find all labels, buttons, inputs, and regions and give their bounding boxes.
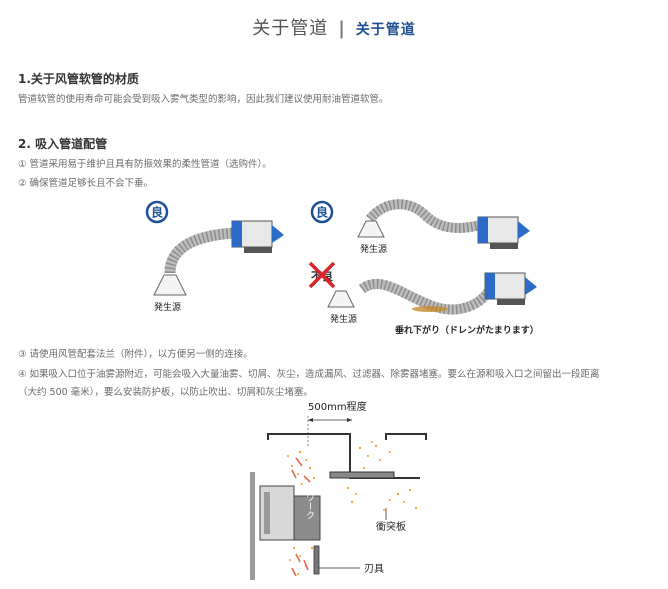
section3-item-4-line2: （大约 500 毫米），要么安装防护板，以防止吹出、切屑和灰尘堵塞。: [18, 387, 313, 398]
duct-outline: [267, 433, 420, 479]
section2-heading: 2. 吸入管道配管: [18, 137, 108, 151]
guard-plate-illustration: 500mm程度 衝突板 ワーク 刃具: [250, 400, 427, 580]
cutting-tool: [313, 545, 320, 575]
collision-plate: [329, 471, 395, 479]
page-subtitle: 关于管道: [355, 22, 416, 38]
source-label-1: 発生源: [154, 301, 181, 313]
blade-label: 刃具: [364, 563, 384, 575]
hose-good-2: [366, 199, 482, 233]
good-badge-1-text: 良: [151, 205, 163, 220]
plate-label: 衝突板: [376, 520, 406, 533]
source-hood-1: [153, 274, 187, 296]
workpiece: [293, 495, 321, 541]
duct-layout-illustration: 良 発生源 良 発生源 不良 発生源 垂れ下がり（ドレンが: [145, 199, 539, 336]
work-label: ワーク: [304, 493, 314, 520]
mist-collector-unit-3: [484, 272, 537, 305]
mist-collector-unit-2: [477, 216, 530, 249]
bad-badge: 不良: [308, 261, 336, 289]
source-label-2: 発生源: [360, 243, 387, 255]
mist-collector-unit-1: [231, 220, 284, 253]
good-badge-2-text: 良: [316, 205, 328, 220]
source-hood-3: [327, 290, 355, 308]
machine-wall: [250, 472, 255, 580]
section2-item-1: ① 管道采用易于维护且具有防振效果的柔性管道（选购件）。: [18, 159, 272, 170]
title-separator: |: [338, 18, 346, 39]
distance-label: 500mm程度: [308, 400, 367, 413]
page-header: 关于管道 | 关于管道: [0, 14, 668, 40]
source-label-3: 発生源: [330, 313, 357, 325]
good-badge-1: 良: [145, 200, 169, 224]
drain-accumulation: [412, 306, 448, 312]
source-hood-2: [357, 220, 385, 238]
section1-text: 管道软管的使用寿命可能会受到吸入雾气类型的影响，因此我们建议使用耐油管道软管。: [18, 94, 389, 105]
chip-spray: [291, 457, 311, 577]
page-title: 关于管道: [252, 18, 329, 39]
good-badge-2: 良: [310, 200, 334, 224]
section2-item-2: ② 确保管道足够长且不会下垂。: [18, 178, 154, 189]
section1-heading: 1.关于风管软管的材质: [18, 72, 139, 86]
sag-caption: 垂れ下がり（ドレンがたまります）: [395, 324, 539, 336]
hose-good-1: [164, 227, 236, 274]
section3-item-4-line1: ④ 如果吸入口位于油雾源附近，可能会吸入大量油雾、切屑、灰尘，造成漏风、过滤器、…: [18, 369, 600, 380]
section3-item-3: ③ 请使用风管配套法兰（附件），以方便另一侧的连接。: [18, 349, 253, 360]
